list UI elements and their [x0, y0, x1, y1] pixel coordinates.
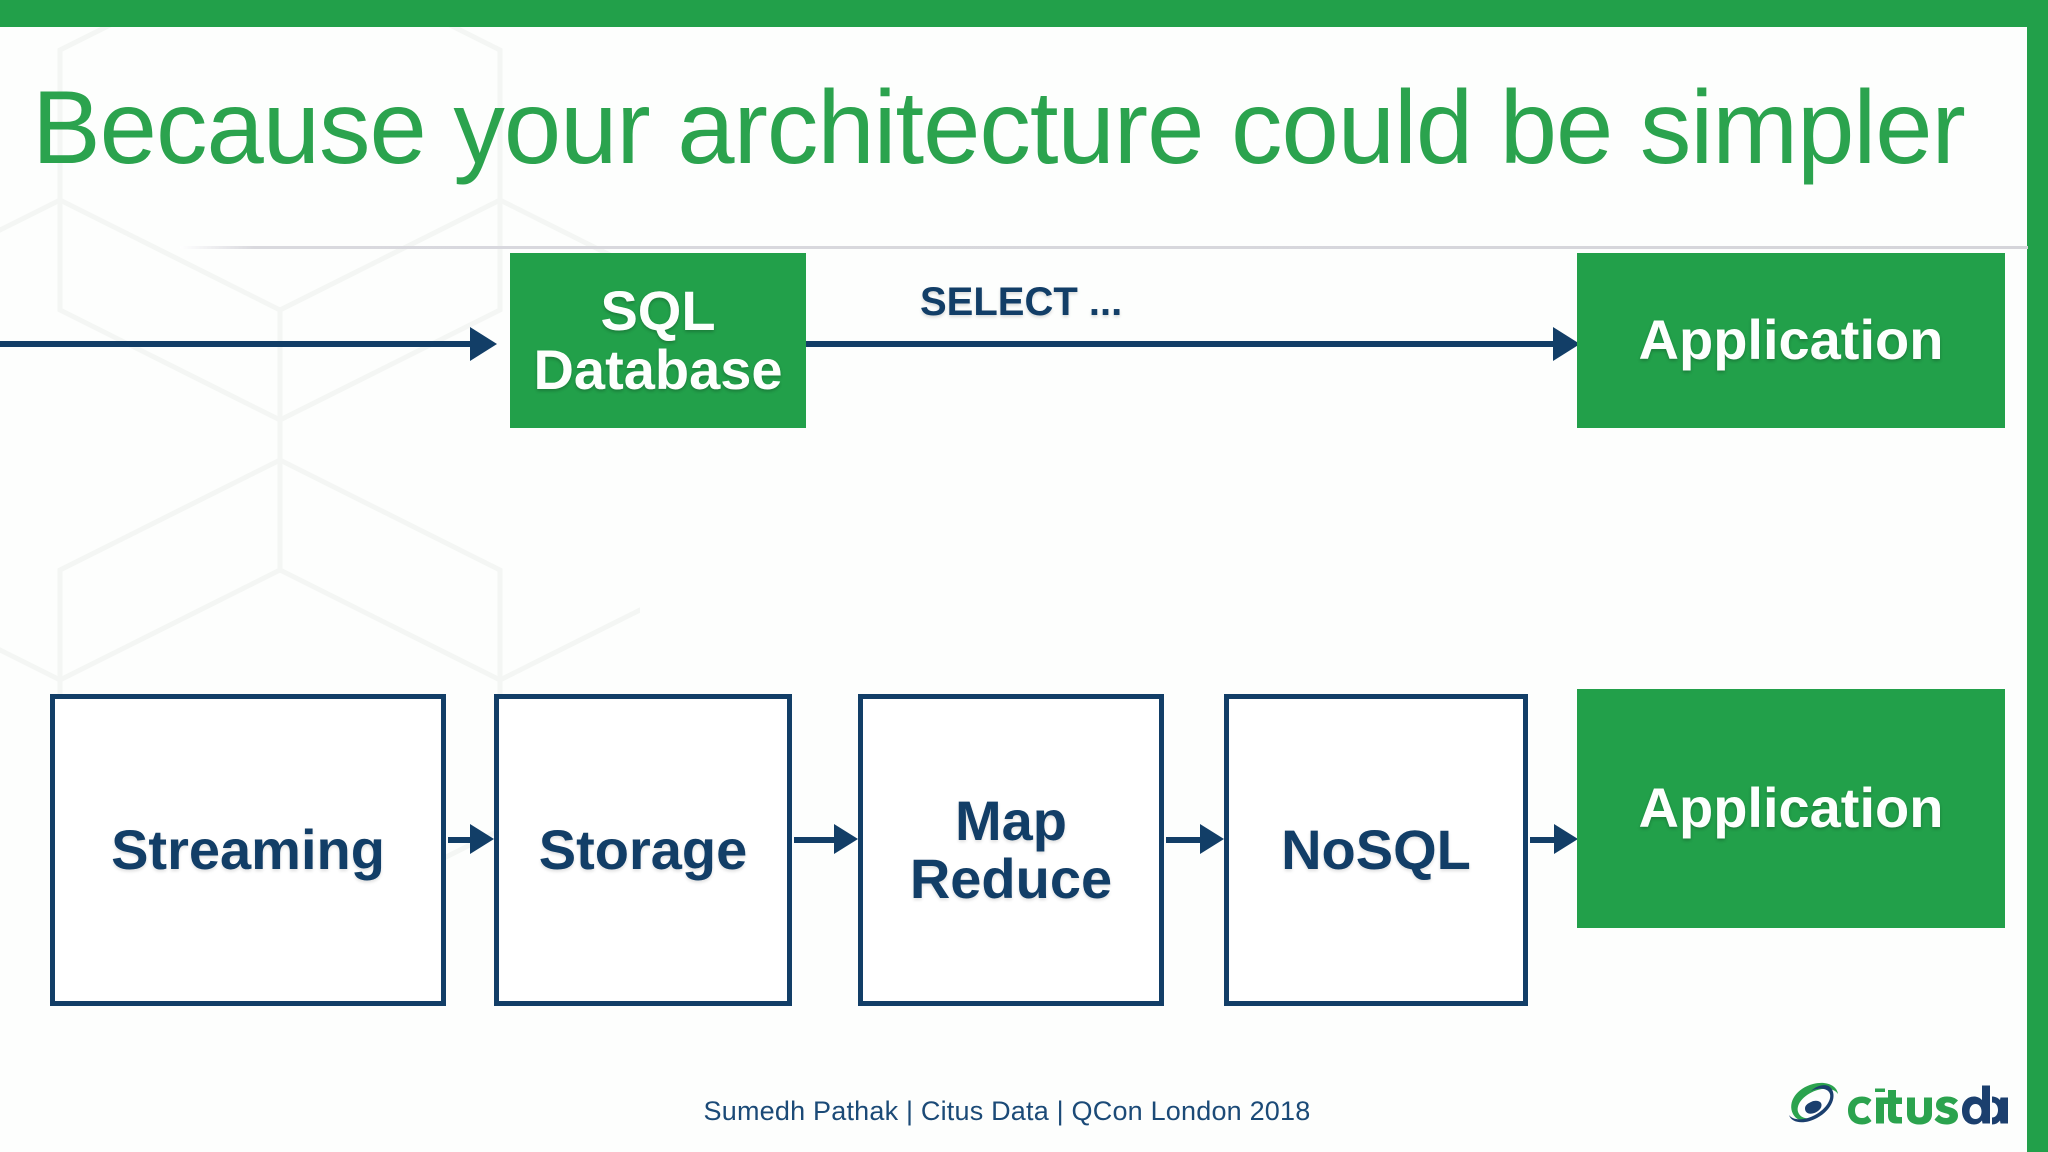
page-title: Because your architecture could be simpl…: [32, 70, 1966, 186]
node-streaming[interactable]: Streaming: [50, 694, 446, 1006]
node-map-reduce-label-line1: Map: [954, 788, 1067, 852]
right-accent-bar: [2027, 0, 2048, 1152]
node-application-complex[interactable]: Application: [1577, 689, 2005, 928]
node-storage-label: Storage: [538, 817, 748, 881]
title-divider: [180, 246, 2028, 249]
node-streaming-label: Streaming: [111, 817, 385, 881]
node-nosql[interactable]: NoSQL: [1224, 694, 1528, 1006]
inbound-arrow-head: [470, 327, 497, 361]
node-sql-database-label-line1: SQL: [600, 279, 716, 343]
arrow-head: [1554, 824, 1578, 854]
arrow-nosql-to-application: [1530, 824, 1578, 854]
footer-credits: Sumedh Pathak | Citus Data | QCon London…: [703, 1096, 1311, 1126]
node-sql-database-label: SQL Database: [533, 282, 782, 398]
node-map-reduce-label: Map Reduce: [909, 788, 1113, 910]
arrow-head: [834, 824, 858, 854]
arrow-stem: [448, 837, 470, 843]
node-application-simple-label: Application: [1638, 308, 1944, 372]
inbound-arrow-line: [0, 341, 478, 347]
arrow-stem: [1166, 837, 1200, 843]
arrow-storage-to-map-reduce: [794, 824, 858, 854]
node-map-reduce-label-line2: Reduce: [909, 847, 1113, 910]
arrow-stem: [794, 837, 834, 843]
select-arrow-head: [1553, 327, 1580, 361]
citusdata-logo: [1789, 1082, 2008, 1125]
arrow-streaming-to-storage: [448, 824, 494, 854]
select-query-label: SELECT ...: [920, 280, 1123, 324]
arrow-map-reduce-to-nosql: [1166, 824, 1224, 854]
node-map-reduce[interactable]: Map Reduce: [858, 694, 1164, 1006]
node-application-complex-label: Application: [1638, 776, 1944, 840]
arrow-stem: [1530, 837, 1554, 843]
node-sql-database[interactable]: SQL Database: [510, 253, 806, 428]
arrow-head: [470, 824, 494, 854]
node-storage[interactable]: Storage: [494, 694, 792, 1006]
arrow-head: [1200, 824, 1224, 854]
top-accent-bar: [0, 0, 2048, 27]
node-sql-database-label-line2: Database: [533, 337, 783, 401]
select-arrow-line: [806, 341, 1566, 347]
node-nosql-label: NoSQL: [1281, 817, 1471, 881]
node-application-simple[interactable]: Application: [1577, 253, 2005, 428]
